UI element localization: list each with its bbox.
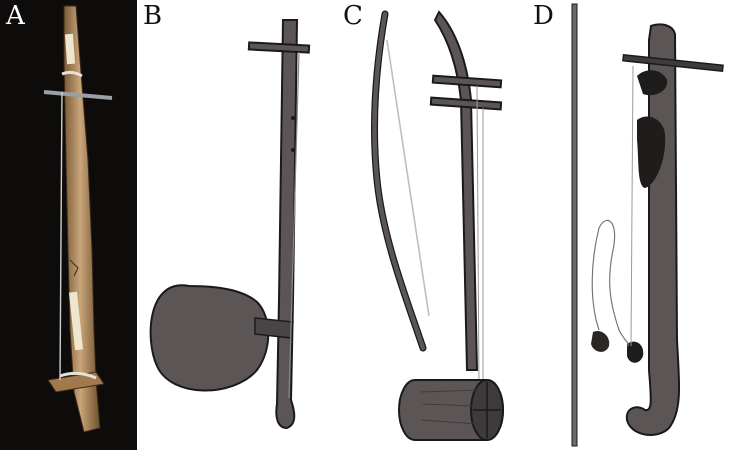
panel-b-drawing: B: [137, 0, 337, 450]
panel-d-drawing: D: [527, 0, 750, 450]
panel-a-photo: A: [0, 0, 137, 450]
gourd-fiddle-drawing: [149, 19, 311, 430]
rod-and-fiddle-drawing: [571, 3, 724, 447]
wooden-fiddle-photo: [43, 5, 113, 433]
panel-label-a: A: [6, 1, 25, 31]
panel-label-b: B: [143, 1, 163, 31]
panel-c-drawing: C: [337, 0, 527, 450]
panel-label-c: C: [343, 1, 363, 31]
bow-and-fiddle-drawing: [371, 10, 504, 441]
panel-label-d: D: [533, 1, 554, 31]
